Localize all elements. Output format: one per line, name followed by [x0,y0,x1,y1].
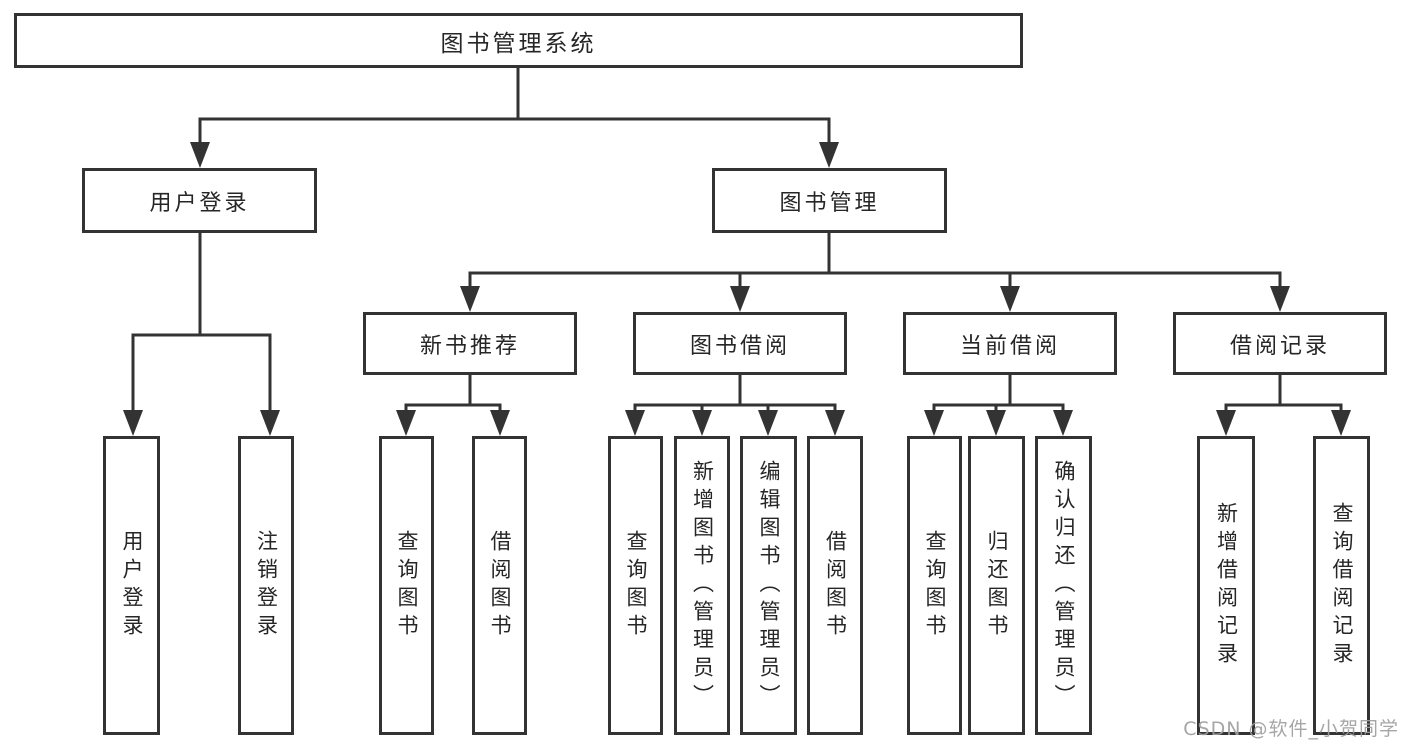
node-label: 查询借阅记录 [1330,501,1354,670]
node-library-system-root: 图书管理系统 [14,13,1023,68]
node-label: 图书管理系统 [440,30,597,57]
node-label: 当前借阅 [959,333,1060,359]
node-label: 查询图书 [923,529,947,642]
node-leaf-add-borrow-record: 新增借阅记录 [1197,436,1255,735]
node-user-login: 用户登录 [82,168,317,233]
node-book-management: 图书管理 [712,168,947,233]
node-label: 借阅记录 [1229,333,1330,359]
node-leaf-edit-books-admin: 编辑图书（管理员） [740,436,797,735]
node-label: 注销登录 [254,529,279,642]
node-leaf-return-books: 归还图书 [968,436,1025,735]
node-label: 编辑图书（管理员） [757,459,781,712]
node-label: 图书借阅 [689,333,790,359]
node-leaf-query-books-borrowing: 查询图书 [608,436,663,735]
node-leaf-borrow-books-recommend: 借阅图书 [472,436,527,735]
node-leaf-query-borrow-record: 查询借阅记录 [1313,436,1370,735]
node-label: 新增图书（管理员） [690,459,715,712]
node-label: 查询图书 [624,529,648,642]
node-leaf-borrow-books-borrowing: 借阅图书 [807,436,863,735]
node-leaf-user-login: 用户登录 [103,436,160,735]
node-new-book-recommend: 新书推荐 [363,312,577,375]
node-leaf-query-books-recommend: 查询图书 [379,436,434,735]
node-book-borrowing: 图书借阅 [633,312,847,375]
node-label: 借阅图书 [488,529,512,642]
node-label: 确认归还（管理员） [1052,459,1076,712]
node-label: 用户登录 [120,529,144,642]
node-leaf-confirm-return-admin: 确认归还（管理员） [1035,436,1092,735]
node-current-borrowing: 当前借阅 [903,312,1117,375]
node-label: 图书管理 [779,190,880,216]
node-leaf-query-books-current: 查询图书 [907,436,962,735]
csdn-watermark: CSDN @软件_小贺同学 [1183,718,1399,740]
node-borrowing-records: 借阅记录 [1173,312,1387,375]
node-label: 归还图书 [985,529,1009,642]
node-label: 新增借阅记录 [1214,501,1239,670]
node-label: 用户登录 [149,190,250,216]
node-label: 查询图书 [395,529,419,642]
node-leaf-logout: 注销登录 [238,436,294,735]
node-label: 借阅图书 [823,529,848,642]
node-label: 新书推荐 [419,333,520,359]
node-leaf-add-books-admin: 新增图书（管理员） [674,436,730,735]
